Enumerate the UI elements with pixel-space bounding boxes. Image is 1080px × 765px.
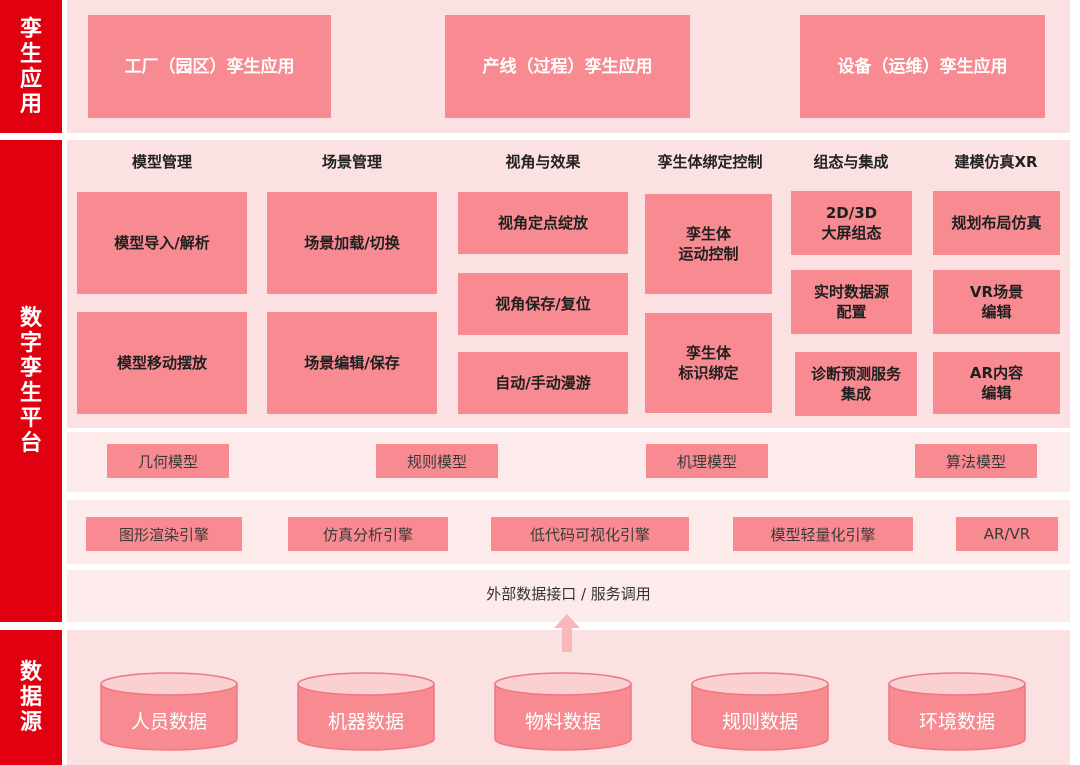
data-source-cylinder: 机器数据 xyxy=(297,672,435,751)
app-box-factory: 工厂（园区）孪生应用 xyxy=(88,15,331,118)
twin-motion-box: 孪生体 运动控制 xyxy=(645,194,772,294)
section-label-app-text: 孪生应用 xyxy=(19,16,43,117)
section-label-source-text: 数据源 xyxy=(19,660,43,735)
scene-load-box: 场景加载/切换 xyxy=(267,192,437,294)
data-source-cylinder: 环境数据 xyxy=(888,672,1026,751)
section-label-platform: 数字孪生平台 xyxy=(0,140,62,622)
geometry-model-tag: 几何模型 xyxy=(107,444,229,478)
cylinder-top xyxy=(297,672,435,696)
model-import-box: 模型导入/解析 xyxy=(77,192,247,294)
ar-edit-box: AR内容 编辑 xyxy=(933,352,1060,414)
view-save-box: 视角保存/复位 xyxy=(458,273,628,335)
model-type-band xyxy=(67,432,1070,492)
section-label-source: 数据源 xyxy=(0,630,62,765)
data-source-label: 物料数据 xyxy=(525,711,601,733)
rule-model-tag: 规则模型 xyxy=(376,444,498,478)
cylinder-top xyxy=(691,672,829,696)
cylinder-top xyxy=(494,672,632,696)
data-source-label: 机器数据 xyxy=(328,711,404,733)
interface-band xyxy=(67,570,1070,622)
cylinder-body xyxy=(691,683,829,751)
data-source-cylinder: 人员数据 xyxy=(100,672,238,751)
up-arrow-icon xyxy=(554,614,580,652)
data-source-label: 规则数据 xyxy=(722,711,798,733)
lowcode-engine-tag: 低代码可视化引擎 xyxy=(491,517,689,551)
cylinder-top xyxy=(888,672,1026,696)
algorithm-model-tag: 算法模型 xyxy=(915,444,1037,478)
data-source-cylinder: 物料数据 xyxy=(494,672,632,751)
mechanism-model-tag: 机理模型 xyxy=(646,444,768,478)
section-label-app: 孪生应用 xyxy=(0,0,62,133)
section-label-platform-text: 数字孪生平台 xyxy=(19,306,43,456)
col-title-twin: 孪生体绑定控制 xyxy=(657,152,763,171)
view-fixed-box: 视角定点绽放 xyxy=(458,192,628,254)
data-source-label: 人员数据 xyxy=(131,711,207,733)
model-move-box: 模型移动摆放 xyxy=(77,312,247,414)
render-engine-tag: 图形渲染引擎 xyxy=(86,517,242,551)
datasource-config-box: 实时数据源 配置 xyxy=(791,270,912,334)
vr-edit-box: VR场景 编辑 xyxy=(933,270,1060,334)
view-roam-box: 自动/手动漫游 xyxy=(458,352,628,414)
data-source-cylinder: 规则数据 xyxy=(691,672,829,751)
col-title-xr: 建模仿真XR xyxy=(954,152,1038,171)
cylinder-top xyxy=(100,672,238,696)
lightweight-engine-tag: 模型轻量化引擎 xyxy=(733,517,913,551)
interface-label: 外部数据接口 / 服务调用 xyxy=(486,584,651,603)
app-box-equipment: 设备（运维）孪生应用 xyxy=(800,15,1045,118)
twin-bind-box: 孪生体 标识绑定 xyxy=(645,313,772,413)
cylinder-body xyxy=(494,683,632,751)
dashboard-config-box: 2D/3D 大屏组态 xyxy=(791,191,912,255)
app-box-line: 产线（过程）孪生应用 xyxy=(445,15,690,118)
col-title-model: 模型管理 xyxy=(131,152,192,171)
data-source-label: 环境数据 xyxy=(919,711,995,733)
arvr-tag: AR/VR xyxy=(956,517,1058,551)
cylinder-body xyxy=(297,683,435,751)
diagnosis-integration-box: 诊断预测服务 集成 xyxy=(795,352,917,416)
scene-edit-box: 场景编辑/保存 xyxy=(267,312,437,414)
layout-sim-box: 规划布局仿真 xyxy=(933,191,1060,255)
cylinder-body xyxy=(888,683,1026,751)
cylinder-body xyxy=(100,683,238,751)
simulation-engine-tag: 仿真分析引擎 xyxy=(288,517,448,551)
col-title-scene: 场景管理 xyxy=(321,152,382,171)
col-title-view: 视角与效果 xyxy=(505,152,581,171)
col-title-integration: 组态与集成 xyxy=(813,152,889,171)
